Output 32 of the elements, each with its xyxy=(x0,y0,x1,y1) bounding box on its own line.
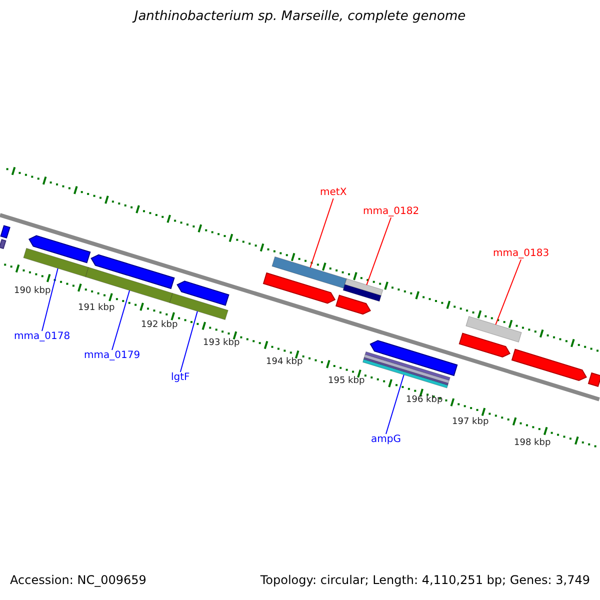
gene-label: mma_0179 xyxy=(84,350,140,362)
leader-line xyxy=(310,198,334,268)
gene-bar xyxy=(466,316,522,342)
leader-line xyxy=(42,268,58,332)
gene-label: ampG xyxy=(371,434,401,446)
gene-label: metX xyxy=(320,187,347,198)
scale-label: 190 kbp xyxy=(14,286,51,296)
scale-label: 192 kbp xyxy=(141,320,178,330)
scale-label: 195 kbp xyxy=(328,376,365,386)
gene-label: mma_0183 xyxy=(493,248,550,260)
accession-text: Accession: NC_009659 xyxy=(10,574,146,588)
gene-bar xyxy=(23,248,89,278)
leader-line xyxy=(495,259,522,326)
title: Janthinobacterium sp. Marseille, complete genome xyxy=(131,10,467,25)
gene-label: mma_0182 xyxy=(363,206,420,218)
scale-label: 198 kbp xyxy=(514,438,551,448)
gene-bar xyxy=(169,292,228,320)
gene-bar xyxy=(85,266,173,304)
scale-label: 193 kbp xyxy=(203,338,240,348)
gene-label: mma_0178 xyxy=(14,331,70,342)
gene-label: lgtF xyxy=(171,372,190,384)
scale-label: 191 kbp xyxy=(78,303,115,314)
scale-label: 194 kbp xyxy=(266,357,303,368)
leader-line xyxy=(385,374,404,434)
leader-line xyxy=(180,310,198,372)
scale-label: 197 kbp xyxy=(452,417,489,428)
genome-summary-text: Topology: circular; Length: 4,110,251 bp; Genes: 3,749 xyxy=(260,574,590,588)
gene-bar xyxy=(342,278,384,302)
leader-line xyxy=(112,290,130,350)
scale-label: 196 kbp xyxy=(406,395,443,406)
leader-line xyxy=(366,217,392,286)
gene-bar xyxy=(272,256,347,289)
